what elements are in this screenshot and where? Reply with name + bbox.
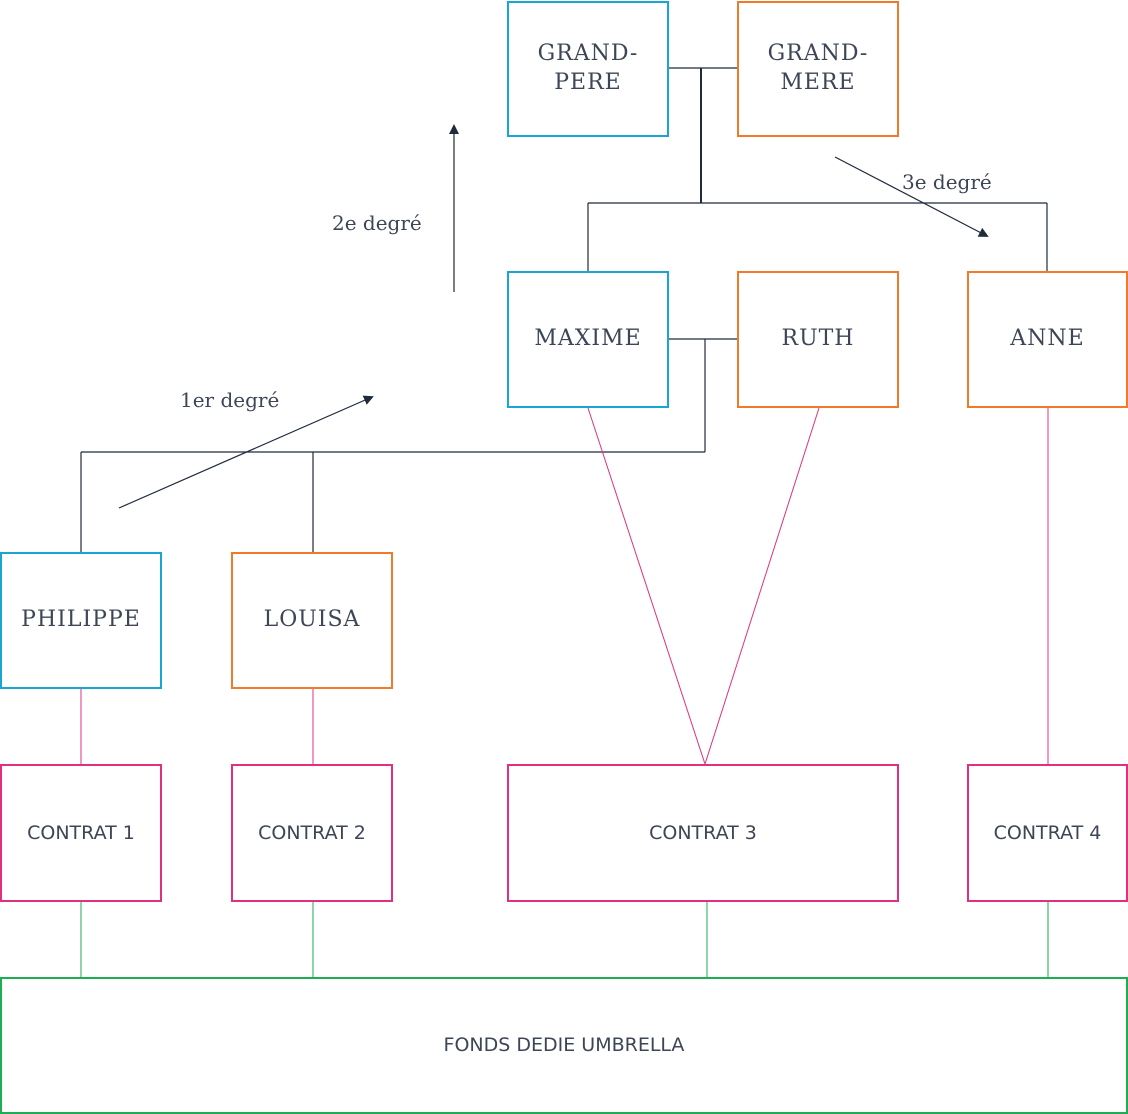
arrow-first-degree — [118, 395, 374, 509]
person-philippe: PHILIPPE — [0, 552, 162, 689]
label-third-degree: 3e degré — [902, 170, 992, 194]
contract-2: CONTRAT 2 — [231, 764, 393, 902]
person-ruth: RUTH — [737, 271, 899, 408]
person-grandpere: GRAND- PERE — [507, 1, 669, 137]
label-first-degree: 1er degré — [180, 388, 280, 412]
person-grandmere: GRAND- MERE — [737, 1, 899, 137]
person-louisa: LOUISA — [231, 552, 393, 689]
contract-3: CONTRAT 3 — [507, 764, 899, 902]
contract-4: CONTRAT 4 — [967, 764, 1128, 902]
link-ruth-contrat3 — [704, 407, 820, 765]
label-second-degree: 2e degré — [332, 211, 422, 235]
contract-1: CONTRAT 1 — [0, 764, 162, 902]
person-maxime: MAXIME — [507, 271, 669, 408]
arrow-third-degree — [834, 156, 989, 237]
person-anne: ANNE — [967, 271, 1128, 408]
link-maxime-contrat3 — [587, 407, 706, 765]
fund-umbrella: FONDS DEDIE UMBRELLA — [0, 977, 1128, 1114]
